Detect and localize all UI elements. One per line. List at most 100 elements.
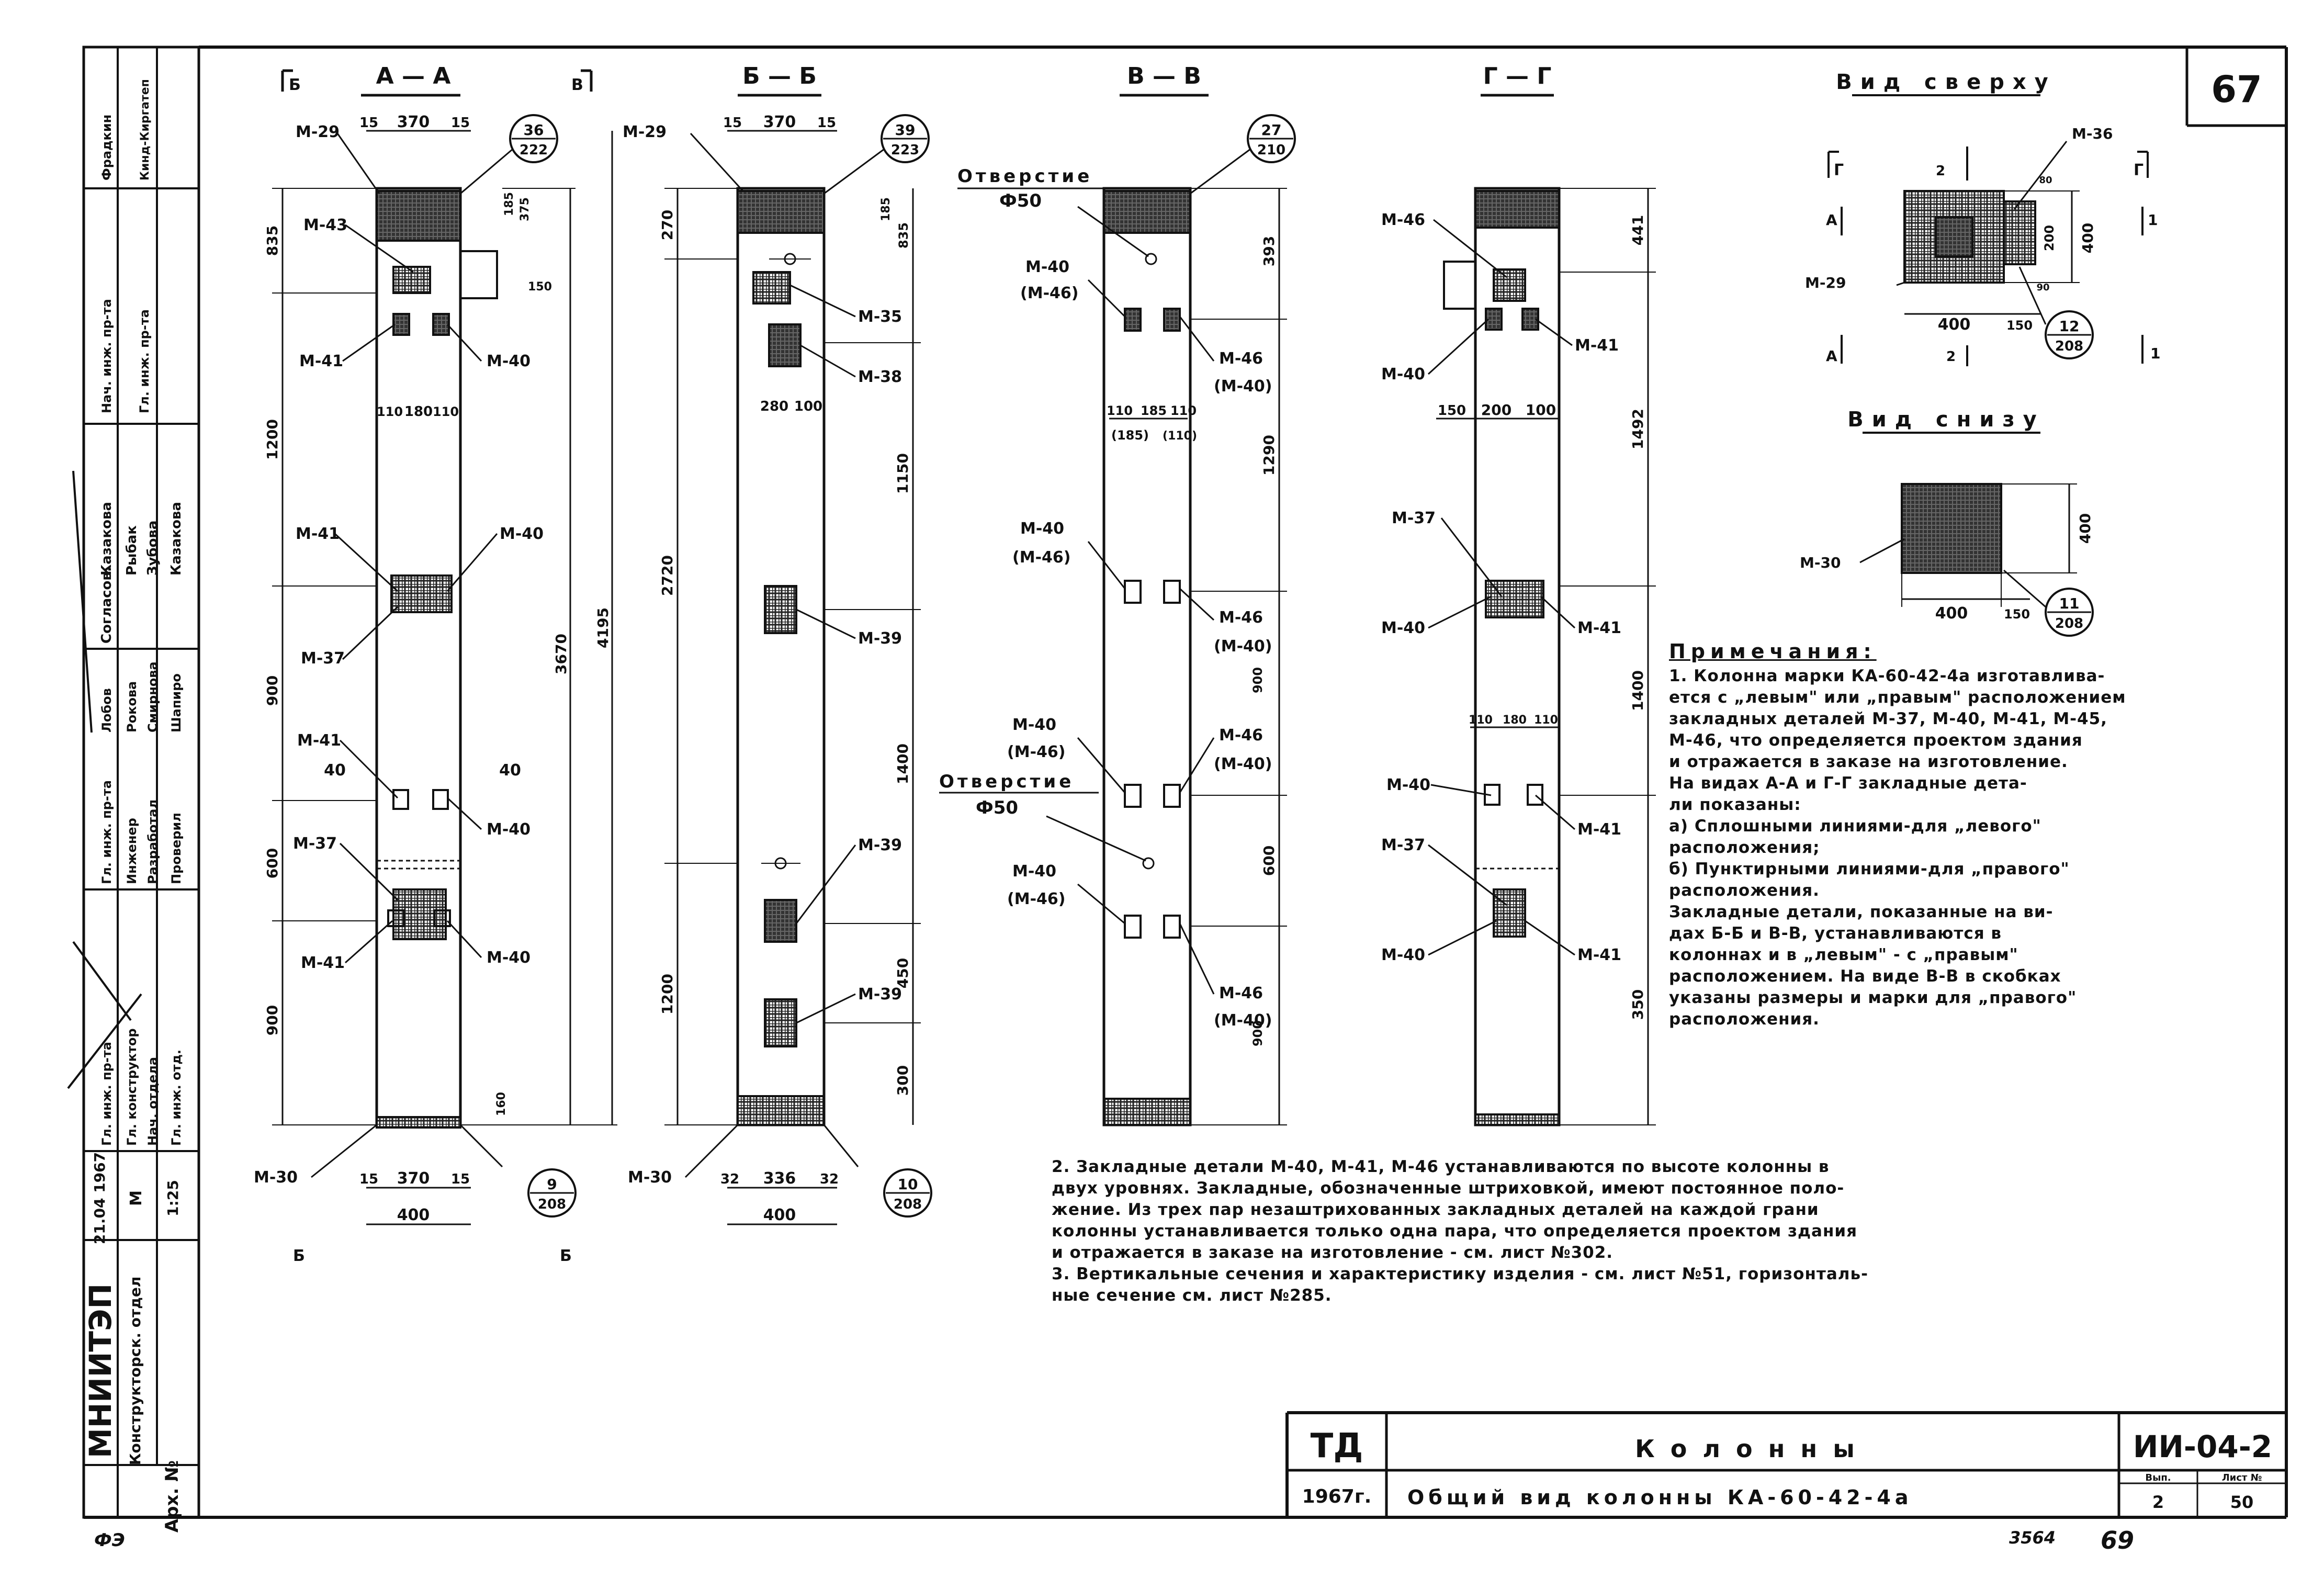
view-a-title: A — A	[376, 63, 451, 89]
dim: 600	[1260, 846, 1278, 876]
dim: 185	[1141, 403, 1167, 418]
dim: 400	[763, 1206, 796, 1224]
stamp-row-role: Разработал	[145, 799, 160, 884]
stamp-row-role: Проверил	[169, 813, 184, 884]
callout-den: 223	[891, 142, 919, 158]
title-block	[1285, 1411, 2286, 1517]
dim: 90	[2036, 282, 2049, 293]
dim: 375	[518, 197, 532, 221]
dim: 450	[894, 958, 911, 988]
cut-mark: Б	[560, 1247, 572, 1265]
part-label: (M-46)	[1020, 284, 1078, 302]
notes-block: Примечания: 1. Колонна марки КА-60-42-4а…	[1669, 641, 2260, 1030]
dim: 185	[879, 197, 893, 221]
stamp-row-name: Зубова	[145, 521, 161, 576]
part-label: M-37	[293, 835, 337, 853]
dim: 110	[377, 404, 403, 419]
dim: 40	[499, 761, 521, 780]
cut-mark: А	[1826, 211, 1837, 229]
part-label: (M-40)	[1214, 1011, 1272, 1030]
cut-mark: 1	[2150, 345, 2160, 362]
note-line: ется с „левым" или „правым" расположение…	[1669, 688, 2126, 707]
stamp-row-role: Согласов.	[99, 567, 115, 644]
callout-den: 208	[894, 1197, 922, 1212]
dim: 180	[1503, 714, 1527, 727]
dim: 3670	[552, 634, 570, 674]
note-line: указаны размеры и марки для „правого"	[1669, 988, 2077, 1007]
part-label: M-41	[301, 954, 345, 972]
stamp-row-name: Шапиро	[169, 673, 184, 732]
callout-num: 39	[895, 121, 916, 139]
dim: 4195	[594, 607, 612, 648]
hole-label: Отверстие	[939, 771, 1074, 792]
part-label: M-41	[1577, 820, 1621, 839]
callout-num: 11	[2059, 595, 2080, 612]
part-label: M-35	[858, 308, 902, 326]
note-line: двух уровнях. Закладные, обозначенные шт…	[1052, 1179, 1845, 1198]
stamp-m: М	[127, 1190, 145, 1206]
dim: 15	[817, 115, 836, 131]
part-label: M-39	[858, 985, 902, 1004]
leader-lines	[311, 114, 577, 1218]
dim: 200	[2042, 225, 2057, 251]
dim: 900	[264, 675, 281, 706]
stamp-row-role: Гл. инж. пр-та	[99, 780, 114, 884]
part-label: M-39	[858, 629, 902, 648]
callout-num: 27	[1261, 121, 1282, 139]
part-label: M-40	[1386, 776, 1430, 794]
part-label: M-36	[2072, 125, 2113, 142]
part-label: M-40	[1381, 946, 1425, 964]
arch-number: Арх. №	[162, 1460, 183, 1532]
part-label: M-30	[1800, 554, 1841, 571]
dim: 150	[2006, 318, 2033, 333]
dim: 270	[659, 210, 676, 240]
note-line: расположения;	[1669, 838, 1820, 857]
part-label: M-40	[1012, 862, 1056, 881]
side-stamp	[67, 46, 200, 1519]
tb-td: ТД	[1311, 1427, 1363, 1466]
stamp-row-role: Нач. отдела	[145, 1057, 160, 1146]
part-label: M-41	[296, 525, 340, 543]
hole-diameter: Ф50	[999, 190, 1042, 211]
stamp-row-role: Гл. конструктор	[125, 1028, 139, 1146]
note-line: М-46, что определяется проектом здания	[1669, 731, 2083, 750]
view-top	[1827, 94, 2149, 366]
dim: 40	[324, 761, 346, 780]
notes-title: Примечания:	[1669, 640, 1877, 663]
part-label: M-41	[299, 352, 343, 370]
note-line: На видах А-А и Г-Г закладные дета-	[1669, 774, 2027, 793]
part-label: M-29	[1805, 274, 1846, 291]
dim: 600	[264, 848, 281, 878]
note-line: колоннах и в „левым" - с „правым"	[1669, 945, 2018, 964]
stamp-row-name: Смирнова	[145, 661, 160, 732]
dim: 80	[2039, 175, 2052, 186]
part-label: M-40	[1025, 258, 1069, 276]
tb-name: Колонны	[1635, 1435, 1870, 1463]
dim: 32	[720, 1171, 739, 1187]
stamp-row-name: Лобов	[99, 688, 114, 732]
part-label: (M-40)	[1214, 755, 1272, 773]
dim: 370	[397, 1169, 430, 1188]
callout-den: 210	[1257, 142, 1285, 158]
note-line: ные сечение см. лист №285.	[1052, 1286, 1332, 1305]
view-g-title: Г — Г	[1483, 63, 1552, 89]
part-label: M-40	[1381, 619, 1425, 637]
view-v-v	[1102, 94, 1287, 1126]
note-line: а) Сплошными линиями-для „левого"	[1669, 817, 2041, 836]
cut-mark: 2	[1936, 163, 1945, 179]
part-label: (M-46)	[1012, 548, 1070, 567]
dim: 110	[1170, 403, 1197, 418]
callout-num: 12	[2059, 318, 2080, 335]
dim: 1400	[894, 743, 911, 784]
part-label: M-39	[858, 836, 902, 854]
dim: 400	[397, 1206, 430, 1224]
stamp-row-name: Казакова	[168, 502, 184, 576]
callout-den: 222	[520, 142, 548, 158]
view-g-g	[1436, 94, 1656, 1126]
bottom-notes-block: 2. Закладные детали М-40, М-41, М-46 уст…	[1052, 1156, 2265, 1306]
note-line: б) Пунктирными линиями-для „правого"	[1669, 860, 2070, 878]
dept-name: Конструкторск. отдел	[127, 1277, 144, 1466]
dim: (185)	[1111, 428, 1149, 443]
dim: 1400	[1629, 670, 1646, 711]
